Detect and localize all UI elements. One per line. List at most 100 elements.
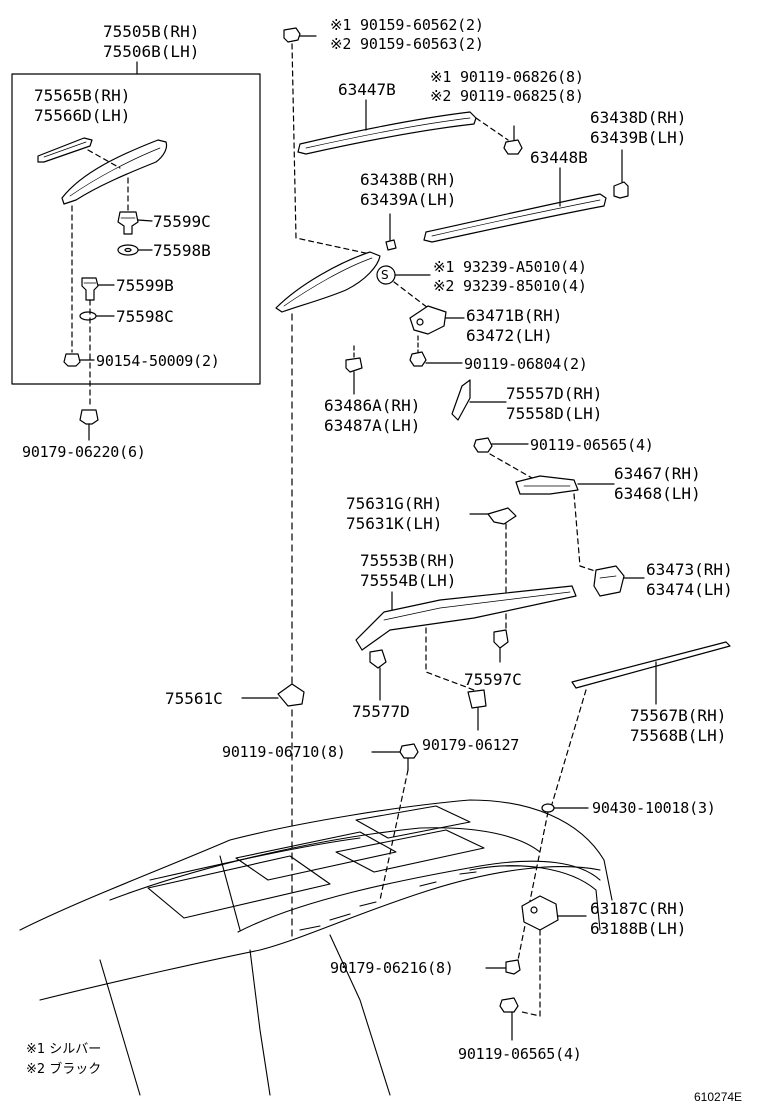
assembly-box bbox=[12, 74, 260, 384]
label-63438b-line2: 63439A(LH) bbox=[360, 190, 457, 209]
label-90179-06220: 90179-06220(6) bbox=[22, 443, 146, 461]
label-75598b: 75598B bbox=[153, 241, 211, 260]
leader-strip-down bbox=[552, 690, 586, 804]
label-63473-line1: 63473(RH) bbox=[646, 560, 733, 579]
label-63486a-line2: 63487A(LH) bbox=[324, 416, 421, 435]
part-90119-06710-bolt bbox=[372, 744, 418, 770]
part-75557d-piece bbox=[452, 380, 506, 420]
label-75631g-line1: 75631G(RH) bbox=[346, 494, 443, 513]
leader-strip-cover bbox=[88, 150, 120, 168]
part-63438d-endcap bbox=[614, 150, 628, 198]
label-63471b-line2: 63472(LH) bbox=[466, 326, 553, 345]
part-63448b-rail bbox=[424, 168, 606, 242]
part-75597c-clip bbox=[494, 630, 508, 662]
part-90159-screw bbox=[284, 28, 316, 42]
part-75565-cap-strip bbox=[38, 138, 92, 162]
label-90119-06565-b: 90119-06565(4) bbox=[458, 1045, 582, 1063]
part-75598b-washer bbox=[118, 245, 152, 255]
label-75577d: 75577D bbox=[352, 702, 410, 721]
label-75565b: 75565B(RH) 75566D(LH) bbox=[34, 86, 130, 126]
leader-63467-down bbox=[574, 494, 598, 572]
label-63187c-line2: 63188B(LH) bbox=[590, 919, 687, 938]
part-90119-06565-bolt-b bbox=[500, 998, 518, 1040]
label-93239-line1: ※1 93239-A5010(4) bbox=[433, 258, 587, 276]
label-75567b: 75567B(RH) 75568B(LH) bbox=[630, 706, 726, 746]
label-90119-06804: 90119-06804(2) bbox=[464, 355, 588, 373]
part-63467-bracket bbox=[516, 476, 614, 494]
part-90119-06804-bolt bbox=[410, 336, 462, 366]
label-75631g-line2: 75631K(LH) bbox=[346, 514, 443, 533]
label-63471b: 63471B(RH) 63472(LH) bbox=[466, 306, 562, 346]
leader-rail-bolt bbox=[476, 118, 508, 140]
label-75597c: 75597C bbox=[464, 670, 522, 689]
label-75553b-line1: 75553B(RH) bbox=[360, 551, 457, 570]
label-93239: ※1 93239-A5010(4) ※2 93239-85010(4) bbox=[433, 258, 587, 296]
part-63471b-bracket bbox=[410, 306, 464, 334]
part-63486a-pad bbox=[346, 346, 362, 394]
part-75599b-clip bbox=[82, 278, 114, 300]
leader-washer-down bbox=[518, 812, 548, 960]
figure-code: 610274E bbox=[694, 1090, 743, 1104]
label-75557d-line1: 75557D(RH) bbox=[506, 384, 603, 403]
label-75598c: 75598C bbox=[116, 307, 174, 326]
label-75557d-line2: 75558D(LH) bbox=[506, 404, 603, 423]
label-90119-06710: 90119-06710(8) bbox=[222, 743, 346, 761]
label-63467: 63467(RH) 63468(LH) bbox=[614, 464, 701, 504]
label-90179-06127: 90179-06127 bbox=[422, 736, 520, 754]
label-75631g: 75631G(RH) 75631K(LH) bbox=[346, 494, 442, 534]
part-75553b-cover bbox=[356, 586, 576, 650]
part-90179-06216-nut bbox=[486, 960, 520, 974]
label-90430: 90430-10018(3) bbox=[592, 799, 716, 817]
symbol-s bbox=[377, 266, 430, 284]
note-black: ※2 ブラック bbox=[26, 1062, 102, 1077]
label-75553b: 75553B(RH) 75554B(LH) bbox=[360, 551, 456, 591]
part-90179-06220-nut bbox=[80, 410, 98, 440]
label-63438b-line1: 63438B(RH) bbox=[360, 170, 457, 189]
part-90119-06826-bolt bbox=[504, 126, 522, 154]
label-63473-line2: 63474(LH) bbox=[646, 580, 733, 599]
label-90119-06826-line2: ※2 90119-06825(8) bbox=[430, 87, 584, 105]
label-63486a: 63486A(RH) 63487A(LH) bbox=[324, 396, 420, 436]
leader-90119-06710-down bbox=[380, 770, 408, 900]
part-90154-nut bbox=[64, 354, 94, 366]
part-75599c-clip bbox=[118, 212, 152, 234]
part-90119-06565-bolt-a bbox=[474, 438, 528, 452]
note-silver: ※1 シルバー bbox=[26, 1042, 102, 1057]
label-63438d-line2: 63439B(LH) bbox=[590, 128, 687, 147]
leader-63187-down bbox=[522, 930, 540, 1016]
label-75505b-line1: 75505B(RH) bbox=[103, 22, 200, 41]
label-90119-06826: ※1 90119-06826(8) ※2 90119-06825(8) bbox=[430, 68, 584, 106]
label-75557d: 75557D(RH) 75558D(LH) bbox=[506, 384, 602, 424]
part-75598c-washer bbox=[80, 312, 114, 320]
part-90430-washer bbox=[542, 804, 588, 812]
label-63467-line2: 63468(LH) bbox=[614, 484, 701, 503]
leader-s-bracket bbox=[394, 282, 428, 308]
label-75505b-line2: 75506B(LH) bbox=[103, 42, 200, 61]
part-90179-06127-nut bbox=[468, 690, 486, 730]
label-90119-06565-a: 90119-06565(4) bbox=[530, 436, 654, 454]
part-63473-block bbox=[594, 566, 644, 596]
label-63187c-line1: 63187C(RH) bbox=[590, 899, 687, 918]
label-75567b-line2: 75568B(LH) bbox=[630, 726, 727, 745]
label-75561c: 75561C bbox=[165, 689, 223, 708]
label-63471b-line1: 63471B(RH) bbox=[466, 306, 563, 325]
label-75599c: 75599C bbox=[153, 212, 211, 231]
part-75577d-clip bbox=[370, 650, 386, 700]
label-75505b: 75505B(RH) 75506B(LH) bbox=[103, 22, 199, 62]
label-63447b: 63447B bbox=[338, 80, 396, 99]
label-90159: ※1 90159-60562(2) ※2 90159-60563(2) bbox=[330, 16, 484, 54]
part-75561c-clip bbox=[242, 684, 304, 706]
label-63448b: 63448B bbox=[530, 148, 588, 167]
label-90159-line2: ※2 90159-60563(2) bbox=[330, 35, 484, 53]
label-75567b-line1: 75567B(RH) bbox=[630, 706, 727, 725]
label-75565b-line1: 75565B(RH) bbox=[34, 86, 131, 105]
part-63447-leg-base bbox=[276, 252, 380, 312]
vehicle-roof-outline bbox=[20, 800, 612, 1095]
label-63438d-line1: 63438D(RH) bbox=[590, 108, 687, 127]
label-90154: 90154-50009(2) bbox=[96, 352, 220, 370]
part-63187c-bracket bbox=[522, 896, 586, 930]
part-75567b-strip bbox=[572, 642, 730, 704]
leader-90159-down bbox=[292, 44, 370, 254]
label-75599b: 75599B bbox=[116, 276, 174, 295]
